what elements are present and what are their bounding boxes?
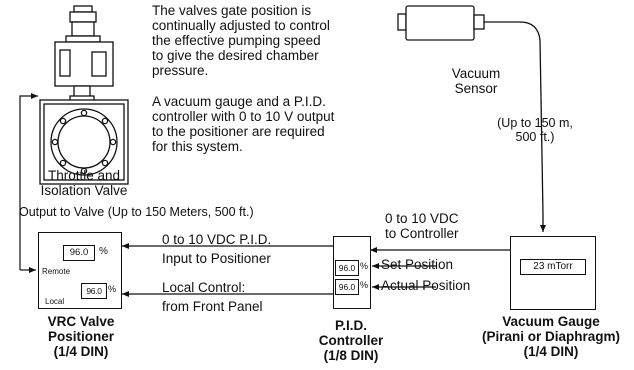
pid-set-display: 96.0 <box>335 260 359 276</box>
description-line: to give the desired chamber <box>152 48 319 64</box>
cable-length-line: (Up to 150 m, <box>497 116 573 130</box>
vrc-valve-positioner: 96.0 % Remote Local 96.0 % <box>38 232 122 309</box>
vacuum-gauge: 23 mTorr <box>510 236 596 310</box>
positioner-display-unit: % <box>99 246 108 257</box>
gauge-caption-line: (Pirani or Diaphragm) <box>481 329 621 345</box>
throttle-valve-drawing <box>39 5 129 185</box>
valve-caption-line: Throttle and <box>47 168 121 183</box>
pid-input-line: 0 to 10 VDC P.I.D. <box>162 232 272 247</box>
pid-actual-display: 96.0 <box>335 279 359 295</box>
sensor-caption: Vacuum Sensor <box>436 66 516 96</box>
pid-caption: P.I.D. Controller (1/8 DIN) <box>296 318 406 363</box>
description-line: to the positioner are required <box>152 124 325 140</box>
pid-caption-line: (1/8 DIN) <box>323 348 379 364</box>
gauge-caption-line: Vacuum Gauge <box>502 314 600 329</box>
description-line: pressure. <box>152 63 209 79</box>
description-line: controller with 0 to 10 V output <box>152 109 335 125</box>
gauge-caption: Vacuum Gauge (Pirani or Diaphragm) (1/4 … <box>470 314 632 359</box>
pid-controller: 96.0 % 96.0 % <box>333 236 371 309</box>
vacuum-sensor-drawing <box>397 5 544 216</box>
description-line: The valves gate position is <box>152 3 312 18</box>
valve-caption-line: Isolation Valve <box>40 183 128 199</box>
sensor-caption-line: Vacuum <box>451 66 501 81</box>
sensor-cable-length: (Up to 150 m, 500 ft.) <box>480 116 590 144</box>
local-control-line: Local Control: <box>162 280 246 295</box>
local-control-line: from Front Panel <box>162 299 263 315</box>
description-line: continually adjusted to control <box>152 18 330 34</box>
pid-actual-unit: % <box>360 280 369 290</box>
positioner-caption: VRC Valve Positioner (1/4 DIN) <box>14 314 148 359</box>
local-control-label: Local Control: from Front Panel <box>162 280 263 314</box>
cable-length-line: 500 ft.) <box>515 130 555 144</box>
positioner-caption-line: (1/4 DIN) <box>53 344 109 360</box>
pid-caption-line: Controller <box>318 333 384 349</box>
positioner-caption-line: Positioner <box>47 329 114 345</box>
pid-set-unit: % <box>360 261 369 271</box>
description-para-1: The valves gate position is continually … <box>152 3 330 79</box>
sensor-caption-line: Sensor <box>454 81 498 97</box>
description-line: A vacuum gauge and a P.I.D. <box>152 94 326 109</box>
to-controller-line: 0 to 10 VDC <box>385 211 459 226</box>
positioner-local-unit: % <box>108 284 117 294</box>
gauge-display: 23 mTorr <box>520 259 586 275</box>
pid-input-line: Input to Positioner <box>162 251 271 267</box>
switch-local-label: Local <box>45 297 65 306</box>
valve-caption: Throttle and Isolation Valve <box>14 168 154 198</box>
actual-position-label: Actual Position <box>381 278 471 293</box>
description-line: for this system. <box>152 139 243 155</box>
description-line: the effective pumping speed <box>152 33 321 49</box>
switch-remote-label: Remote <box>42 267 71 276</box>
set-position-label: Set Position <box>381 257 454 272</box>
positioner-local-display: 96.0 <box>81 283 107 299</box>
description-para-2: A vacuum gauge and a P.I.D. controller w… <box>152 94 334 154</box>
to-controller-line: to Controller <box>385 226 459 242</box>
output-to-valve-label: Output to Valve (Up to 150 Meters, 500 f… <box>19 205 254 219</box>
positioner-display: 96.0 <box>63 245 95 261</box>
pid-caption-line: P.I.D. <box>334 318 368 333</box>
positioner-caption-line: VRC Valve <box>47 314 115 329</box>
to-controller-label: 0 to 10 VDC to Controller <box>385 211 459 241</box>
gauge-caption-line: (1/4 DIN) <box>523 344 579 360</box>
pid-input-label: 0 to 10 VDC P.I.D. Input to Positioner <box>162 232 271 266</box>
